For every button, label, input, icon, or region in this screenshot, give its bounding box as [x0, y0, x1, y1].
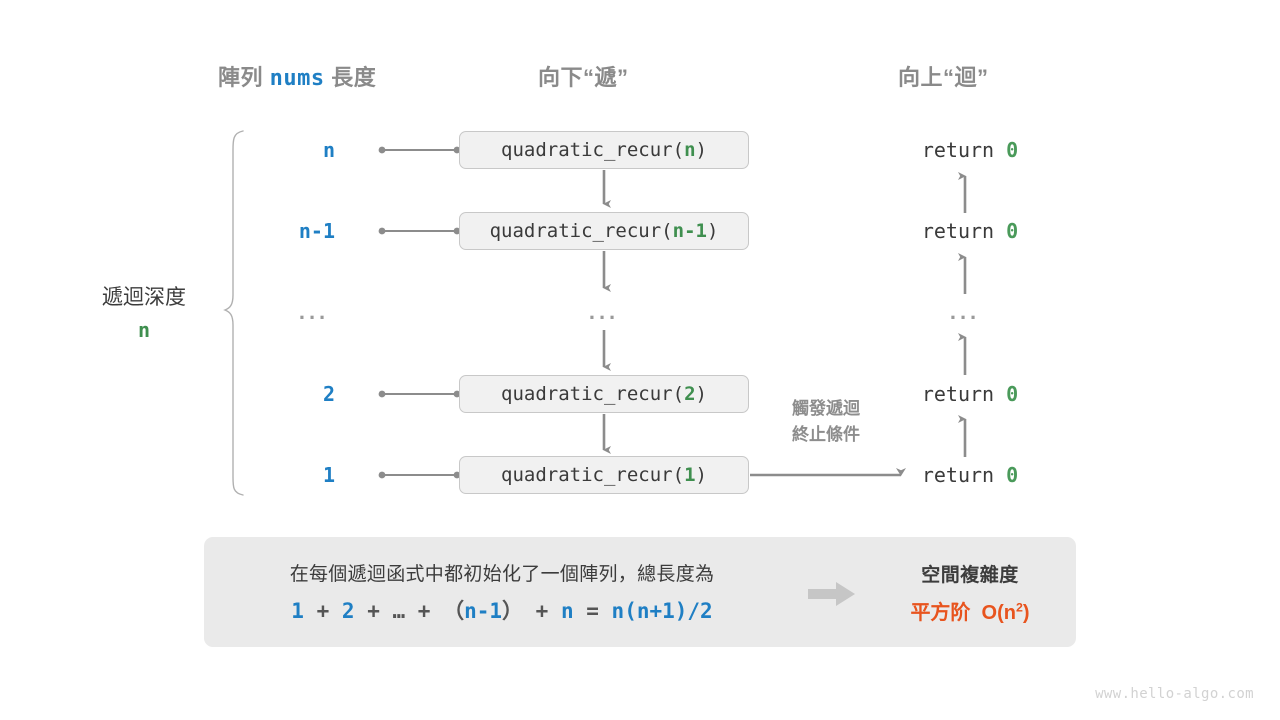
return-label-1-value: 0 — [1006, 219, 1019, 243]
formula-token-5: + — [405, 599, 444, 623]
call-box-0[interactable]: quadratic_recur(n) — [459, 131, 749, 169]
level-index-ellipsis: ... — [298, 299, 330, 324]
call-box-1-prefix: quadratic_recur( — [489, 220, 673, 242]
header-array-length: 陣列 nums 長度 — [218, 60, 376, 92]
call-box-3-suffix: ) — [695, 383, 707, 405]
summary-panel: 在每個遞迴函式中都初始化了一個陣列，總長度為 1 + 2 + … + （n-1）… — [204, 537, 1076, 647]
space-complexity-title: 空間複雜度 — [921, 564, 1019, 586]
space-complexity-value-prefix: 平方阶 O(n — [910, 601, 1016, 624]
space-complexity-value-suffix: ) — [1022, 601, 1030, 624]
watermark: www.hello-algo.com — [1095, 686, 1254, 702]
formula-token-10: n — [560, 599, 574, 623]
summary-description: 在每個遞迴函式中都初始化了一個陣列，總長度為 — [289, 564, 715, 585]
formula-token-9: + — [523, 599, 561, 623]
formula-token-1: + — [303, 599, 342, 623]
summary-right: 空間複雜度 平方阶 O(n2) — [864, 537, 1076, 647]
return-label-3-prefix: return — [921, 382, 1007, 406]
formula-token-2: 2 — [341, 599, 355, 623]
call-box-1-arg: n-1 — [672, 220, 707, 242]
header-array-nums: nums — [269, 66, 325, 91]
formula-token-11: = — [573, 599, 612, 623]
formula-token-6: （ — [443, 599, 465, 623]
call-box-0-suffix: ) — [695, 139, 707, 161]
call-box-3[interactable]: quadratic_recur(2) — [459, 375, 749, 413]
recursion-depth-label: 遞迴深度 n — [84, 282, 204, 346]
summary-left: 在每個遞迴函式中都初始化了一個陣列，總長度為 1 + 2 + … + （n-1）… — [204, 537, 800, 647]
header-array-post: 長度 — [324, 65, 377, 90]
header-array-pre: 陣列 — [218, 65, 270, 90]
formula-token-12: n(n+1)/2 — [611, 599, 713, 623]
call-box-0-prefix: quadratic_recur( — [501, 139, 685, 161]
call-box-3-prefix: quadratic_recur( — [501, 383, 685, 405]
recursion-depth-value: n — [137, 317, 151, 342]
return-label-4-value: 0 — [1006, 463, 1019, 487]
header-upward-return: 向上“迴” — [898, 65, 989, 90]
formula-token-4: … — [392, 599, 406, 623]
return-label-4: return 0 — [880, 463, 1060, 487]
arrow-right-icon — [808, 581, 856, 607]
space-complexity-value: 平方阶 O(n2) — [910, 596, 1029, 625]
recursion-depth-title: 遞迴深度 — [102, 286, 186, 309]
depth-brace — [223, 130, 244, 496]
return-label-4-prefix: return — [921, 463, 1007, 487]
level-index-1: n-1 — [298, 219, 335, 243]
base-case-note-line2: 終止條件 — [792, 425, 860, 445]
formula-token-3: + — [354, 599, 393, 623]
summary-formula: 1 + 2 + … + （n-1） + n = n(n+1)/2 — [291, 595, 712, 625]
level-connectors — [378, 146, 461, 479]
call-box-4[interactable]: quadratic_recur(1) — [459, 456, 749, 494]
call-box-4-arg: 1 — [684, 464, 696, 486]
return-label-0: return 0 — [880, 138, 1060, 162]
call-box-4-prefix: quadratic_recur( — [501, 464, 685, 486]
return-label-0-value: 0 — [1006, 138, 1019, 162]
call-box-1-suffix: ) — [706, 220, 719, 242]
call-box-ellipsis: ... — [588, 299, 620, 324]
return-label-1: return 0 — [880, 219, 1060, 243]
formula-token-0: 1 — [291, 599, 304, 623]
header-downward-recursion: 向下“遞” — [538, 65, 629, 90]
return-label-3-value: 0 — [1006, 382, 1019, 406]
return-label-ellipsis: ... — [949, 299, 981, 324]
formula-token-7: n-1 — [464, 599, 503, 623]
call-box-1[interactable]: quadratic_recur(n-1) — [459, 212, 749, 250]
return-label-3: return 0 — [880, 382, 1060, 406]
space-complexity-exponent: 2 — [1015, 599, 1023, 614]
level-index-0: n — [322, 138, 335, 162]
return-label-1-prefix: return — [921, 219, 1007, 243]
formula-token-8: ） — [502, 599, 524, 623]
base-case-note: 觸發遞迴 終止條件 — [756, 396, 896, 449]
base-case-note-line1: 觸發遞迴 — [792, 399, 860, 418]
return-label-0-prefix: return — [921, 138, 1007, 162]
level-index-4: 1 — [322, 463, 335, 487]
call-box-3-arg: 2 — [684, 383, 696, 405]
level-index-3: 2 — [322, 382, 335, 406]
call-box-0-arg: n — [684, 139, 696, 161]
call-box-4-suffix: ) — [695, 464, 707, 486]
